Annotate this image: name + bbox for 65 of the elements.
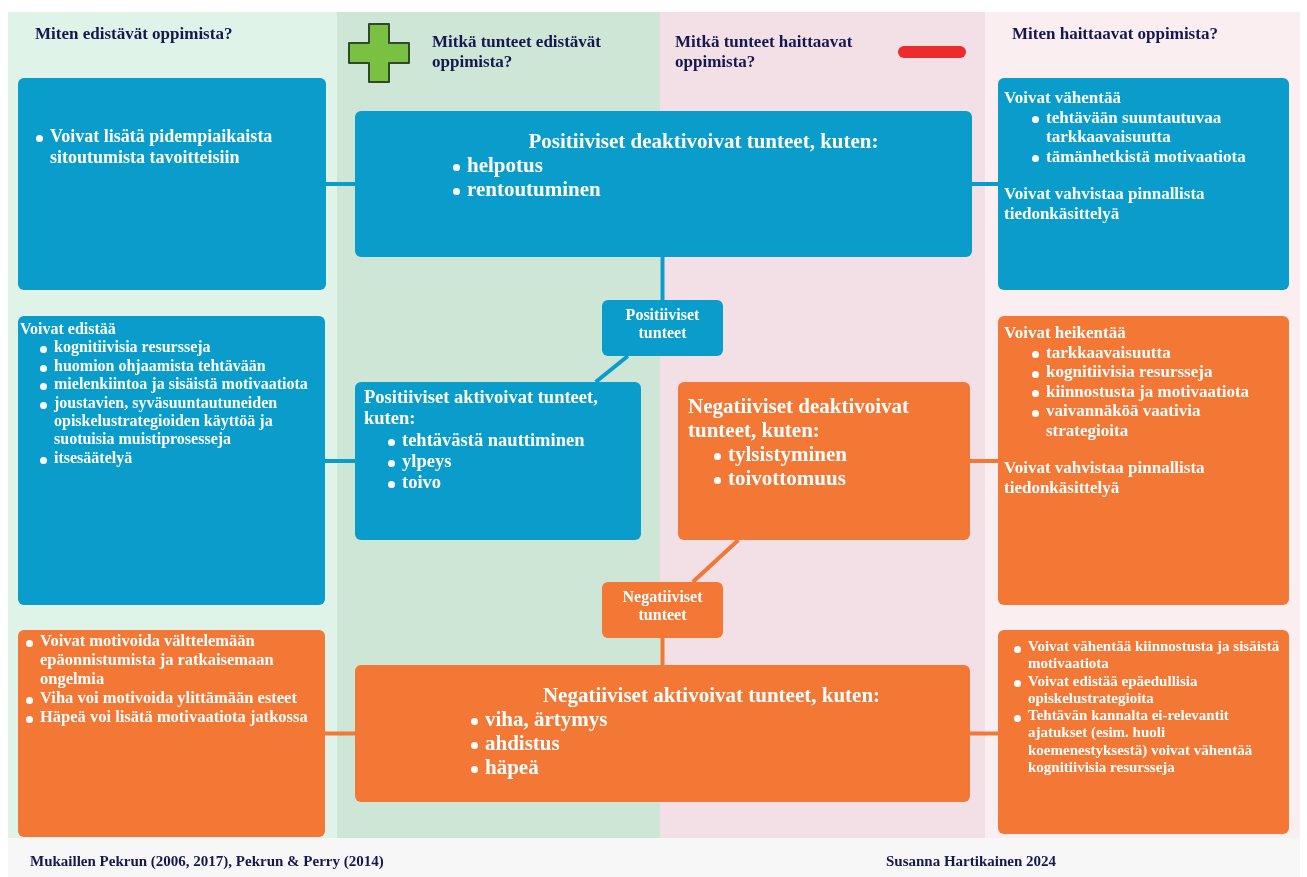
bullet-item: kiinnostusta ja motivaatiota <box>1026 381 1283 402</box>
connector-line <box>970 459 998 463</box>
bullet-item: rentoutuminen <box>447 177 960 202</box>
box-heading: Voivat heikentää <box>1004 323 1127 343</box>
source-note: Mukaillen Pekrun (2006, 2017), Pekrun & Perry (2014) <box>30 853 384 871</box>
emotion-box <box>998 630 1289 834</box>
category-box <box>602 582 723 638</box>
bullet-item: kognitiivisia resursseja <box>1026 362 1283 382</box>
bullet-item: Voivat vähentää kiinnostusta ja sisäistä motivaatiota <box>1008 638 1285 673</box>
bullet-item: tarkkaavaisuutta <box>1026 342 1283 363</box>
box-text: Voivat vahvistaa pinnallista tiedonkäsittelyä <box>1004 184 1206 224</box>
bullet-item: ahdistus <box>465 731 958 756</box>
connector-line <box>691 538 740 584</box>
box-heading: Negatiiviset tunteet <box>621 588 704 625</box>
box-heading: Positiiviset deaktivoivat tunteet, kuten: <box>527 129 880 154</box>
connector-line <box>594 354 630 384</box>
bullet-item: itsesäätelyä <box>34 448 319 468</box>
emotion-box <box>18 78 326 290</box>
bullet-item: toivottomuus <box>708 466 962 491</box>
box-heading: Negatiiviset aktivoivat tunteet, kuten: <box>541 683 882 708</box>
emotion-box <box>355 111 972 257</box>
column-heading: Mitkä tunteet haittaavat oppimista? <box>675 32 854 72</box>
bullet-item: Tehtävän kannalta ei-relevantit ajatukset (esim. huoli koemenestyksestä) voivat vähentää kognitiivisia resursseja <box>1008 707 1285 776</box>
connector-line <box>972 182 998 186</box>
bullet-item: Viha voi motivoida ylittämään esteet <box>20 688 321 708</box>
connector-line <box>325 459 355 463</box>
bullet-item: Voivat edistää epäedullisia opiskelustrategioita <box>1008 672 1285 707</box>
column-heading: Miten haittaavat oppimista? <box>1012 24 1218 44</box>
category-box <box>602 300 723 356</box>
column-heading: Mitkä tunteet edistävät oppimista? <box>432 32 603 72</box>
connector-line <box>660 257 665 300</box>
box-heading: Voivat edistää <box>20 320 117 339</box>
box-text: Voivat vahvistaa pinnallista tiedonkäsittelyä <box>1004 458 1206 498</box>
box-heading: Positiiviset tunteet <box>624 306 701 343</box>
emotion-box <box>998 316 1289 605</box>
column-heading: Miten edistävät oppimista? <box>35 24 233 44</box>
bullet-item: Voivat motivoida välttelemään epäonnistumista ja ratkaisemaan ongelmia <box>20 632 321 689</box>
emotion-box <box>355 665 970 802</box>
bullet-item: tylsistyminen <box>708 442 962 467</box>
bullet-item: Häpeä voi lisätä motivaatiota jatkossa <box>20 707 321 727</box>
bullet-item: ylpeys <box>382 450 633 473</box>
author-note: Susanna Hartikainen 2024 <box>886 853 1057 871</box>
emotion-box <box>18 316 325 605</box>
bullet-item: helpotus <box>447 153 960 178</box>
box-heading: Positiiviset aktivoivat tunteet, kuten: <box>364 387 599 430</box>
bullet-item: huomion ohjaamista tehtävään <box>34 356 319 376</box>
bullet-item: tehtävästä nauttiminen <box>382 429 633 451</box>
connector-line <box>325 731 355 736</box>
bullet-item: vaivannäköä vaativia strategioita <box>1026 401 1283 441</box>
connector-line <box>970 731 998 736</box>
bullet-item: mielenkiintoa ja sisäistä motivaatiota <box>34 375 319 394</box>
connector-line <box>660 638 665 665</box>
emotion-box <box>18 630 325 837</box>
emotion-box <box>355 382 641 540</box>
bullet-item: kognitiivisia resursseja <box>34 338 319 357</box>
bullet-item: tämänhetkistä motivaatiota <box>1026 146 1281 167</box>
bullet-item: Voivat lisätä pidempiaikaista sitoutumista tavoitteisiin <box>30 126 314 168</box>
bullet-item: häpeä <box>465 755 958 780</box>
connector-line <box>326 182 355 186</box>
bullet-item: viha, ärtymys <box>465 707 958 732</box>
emotion-box <box>678 382 970 540</box>
emotion-box <box>998 78 1289 290</box>
box-heading: Negatiiviset deaktivoivat tunteet, kuten: <box>688 394 911 443</box>
box-heading: Voivat vähentää <box>1004 88 1122 108</box>
bullet-item: toivo <box>382 472 633 494</box>
